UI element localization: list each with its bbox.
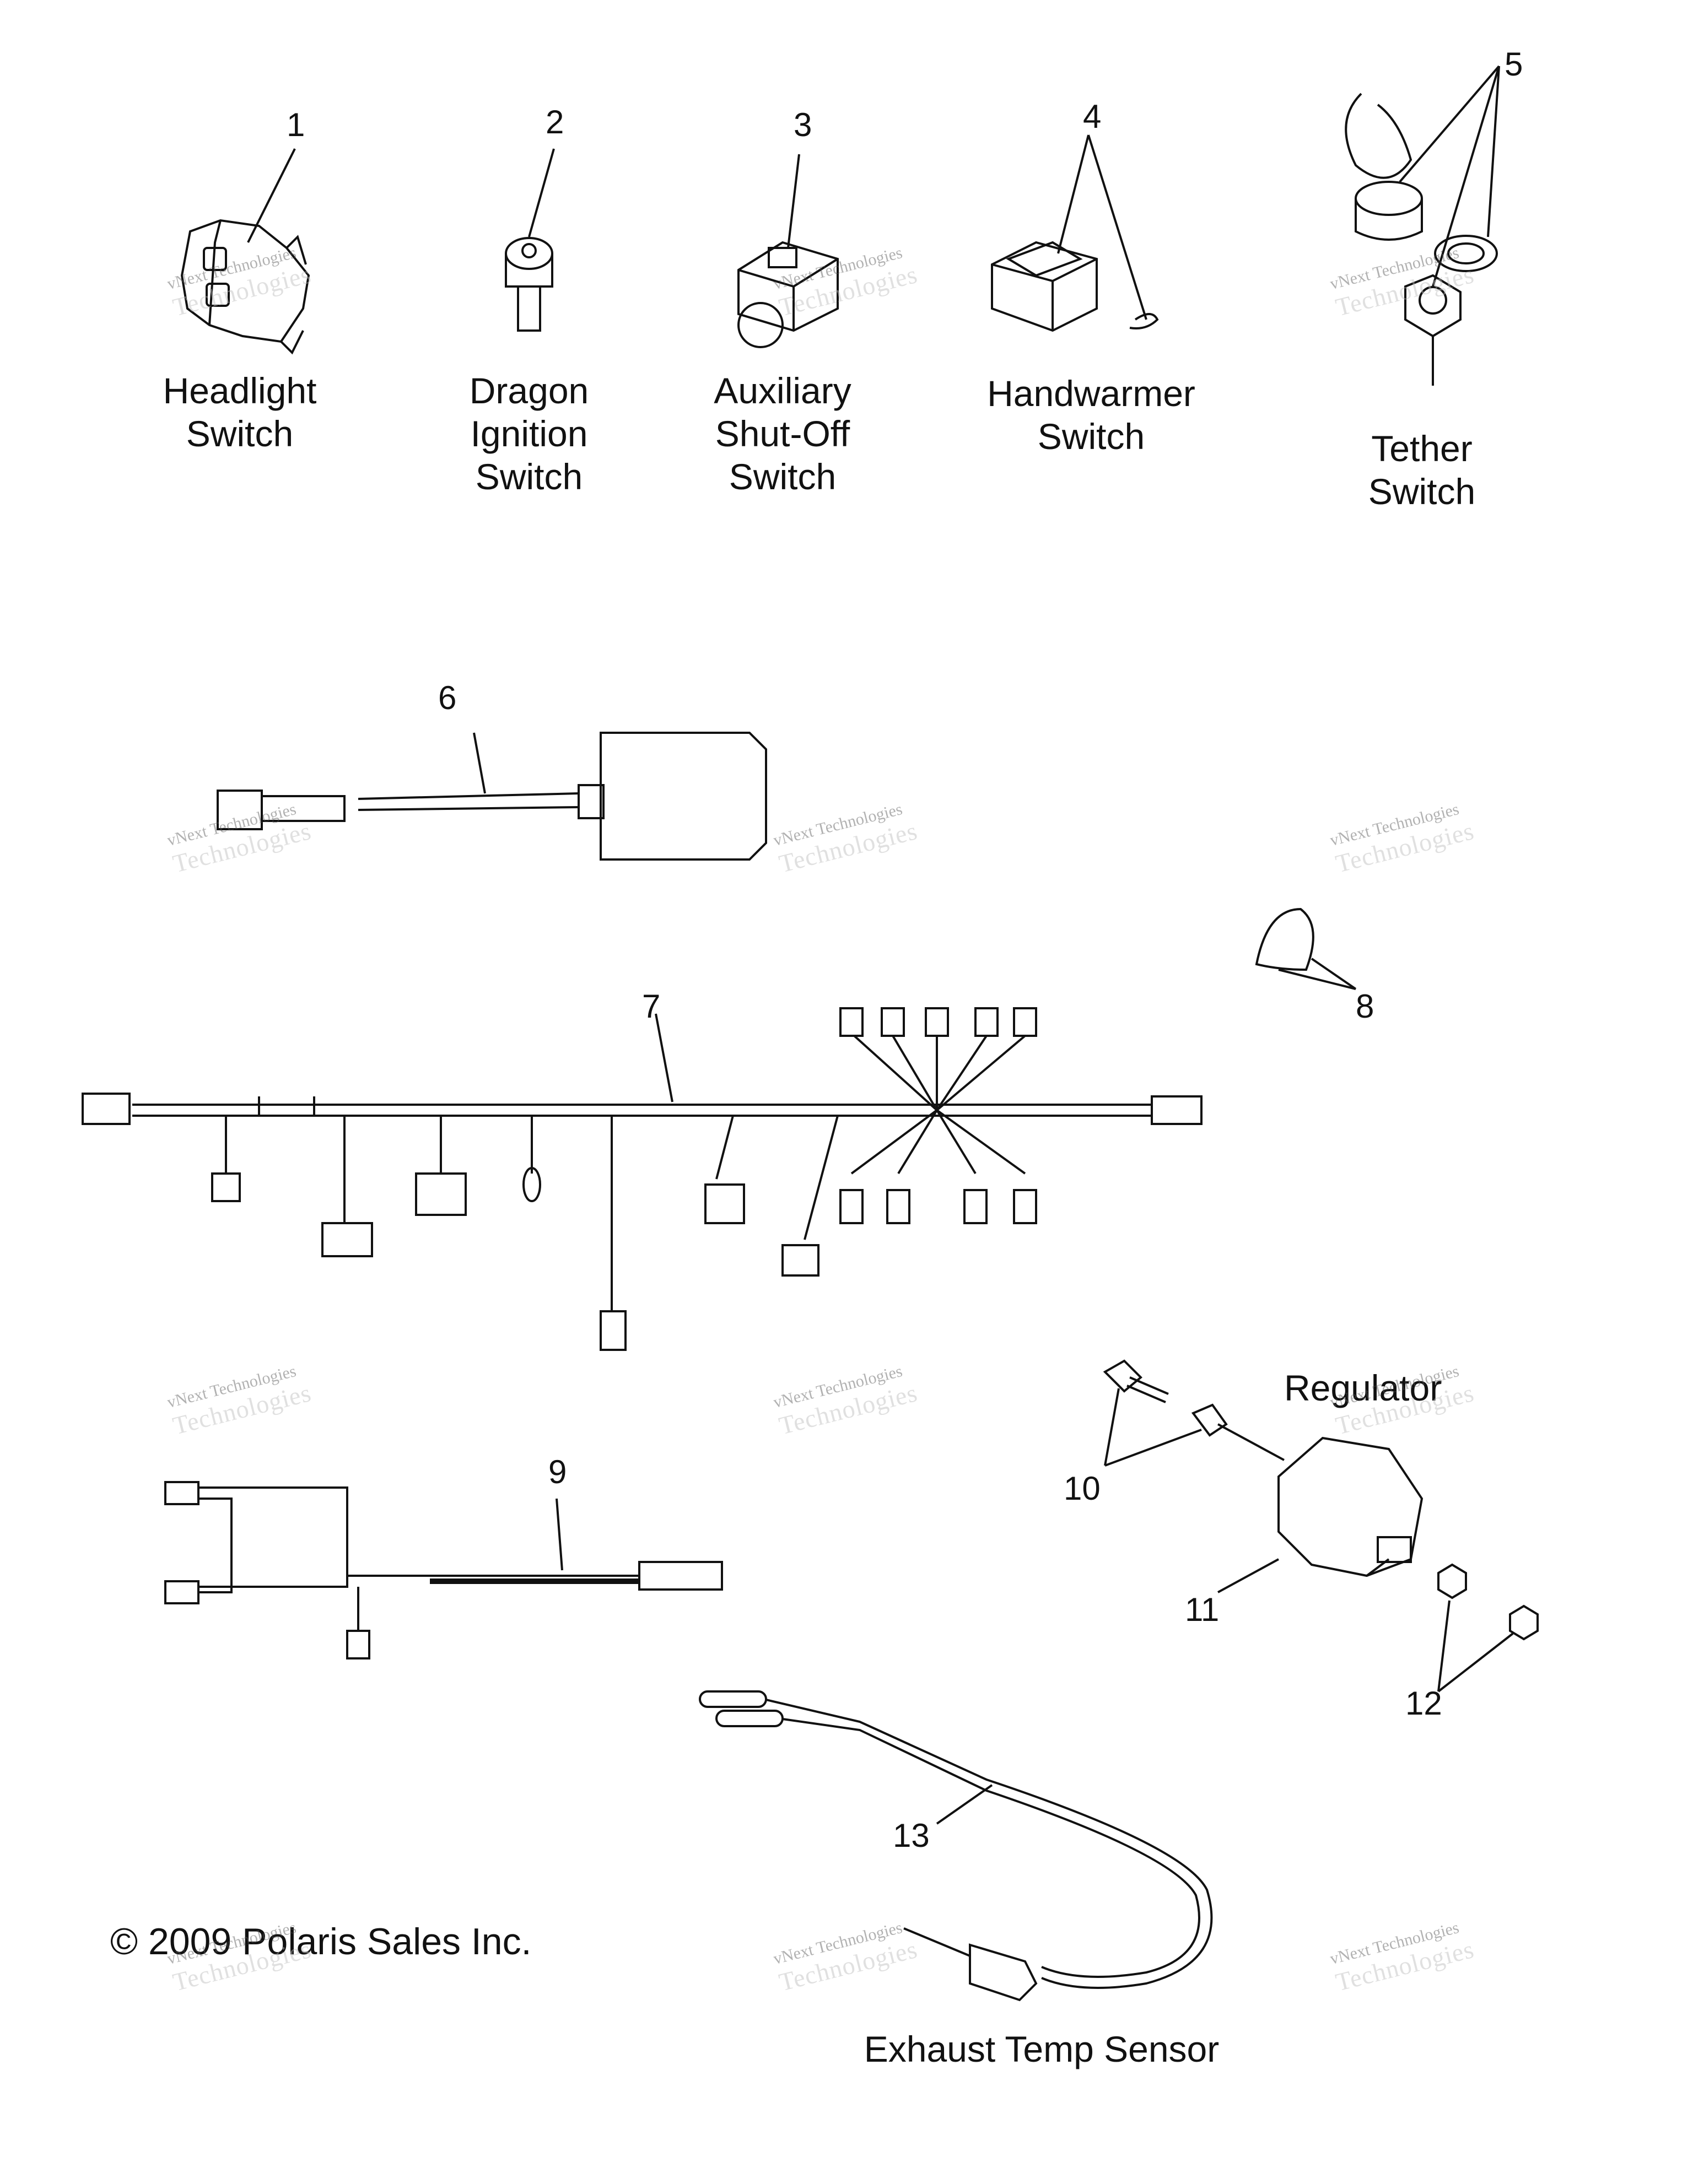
callout-12: 12 [1405, 1685, 1442, 1722]
label-line: Ignition [470, 413, 588, 454]
exhaust-temp-sensor-label: Exhaust Temp Sensor [864, 2029, 1220, 2069]
label-line: Tether [1371, 428, 1473, 469]
tether-switch-label: Tether Switch [1334, 427, 1510, 513]
label-line: Switch [186, 413, 294, 454]
callout-10: 10 [1064, 1470, 1101, 1507]
label-line: Switch [475, 456, 583, 497]
label-line: Switch [1037, 416, 1145, 457]
label-line: Switch [729, 456, 837, 497]
handwarmer-switch-part [991, 134, 1159, 332]
label-line: Dragon [469, 370, 589, 411]
label-line: Switch [1368, 471, 1476, 512]
callout-1: 1 [287, 106, 305, 143]
callout-7: 7 [642, 988, 661, 1025]
callout-4: 4 [1083, 98, 1102, 135]
headlight-switch-label: Headlight Switch [138, 369, 342, 455]
auxiliary-shutoff-switch-label: Auxiliary Shut-Off Switch [689, 369, 876, 498]
exhaust-temp-sensor-13-part [699, 1690, 1213, 2002]
regulator-label: Regulator [1284, 1367, 1442, 1408]
callout-9: 9 [548, 1453, 567, 1490]
main-harness-7-part [82, 1007, 1203, 1351]
auxiliary-shutoff-switch-part [737, 154, 839, 348]
callout-5: 5 [1505, 46, 1523, 83]
dragon-ignition-switch-part [505, 148, 555, 332]
tether-switch-part [1345, 65, 1500, 386]
headlight-switch-part [180, 148, 310, 355]
harness-6-part [217, 732, 767, 861]
cable-tie-8-part [1255, 907, 1357, 990]
bolts-10-part [1103, 1359, 1285, 1467]
callout-6: 6 [438, 679, 457, 716]
handwarmer-switch-label: Handwarmer Switch [959, 372, 1223, 458]
nuts-12-part [1437, 1563, 1539, 1693]
label-line: Headlight [163, 370, 317, 411]
callout-11: 11 [1185, 1591, 1220, 1628]
copyright-text: © 2009 Polaris Sales Inc. [110, 1921, 532, 1963]
callout-3: 3 [794, 106, 812, 143]
harness-9-part [164, 1481, 723, 1659]
callout-8: 8 [1356, 988, 1374, 1025]
callout-13: 13 [893, 1817, 930, 1854]
callout-2: 2 [546, 104, 564, 140]
label-line: Shut-Off [715, 413, 850, 454]
label-line: Auxiliary [714, 370, 851, 411]
label-line: Handwarmer [987, 373, 1195, 414]
dragon-ignition-switch-label: Dragon Ignition Switch [441, 369, 617, 498]
regulator-11-part [1217, 1436, 1424, 1593]
